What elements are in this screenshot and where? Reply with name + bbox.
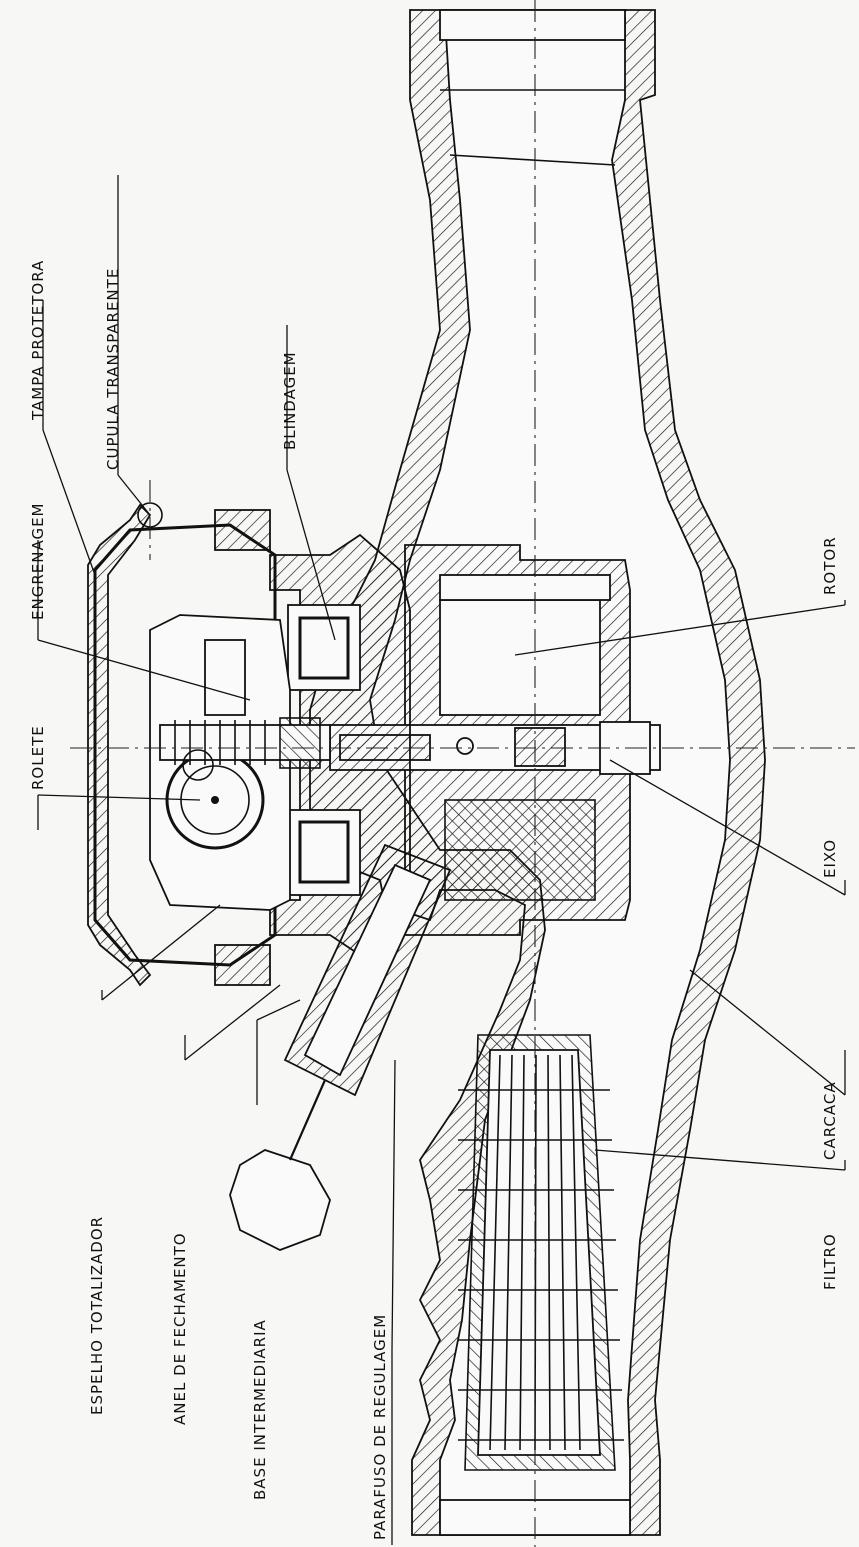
regulating-bore	[303, 863, 432, 1077]
rotor-ring	[439, 574, 611, 601]
filtro-basket	[458, 1034, 624, 1471]
label-tampa-protetora: TAMPA PROTETORA	[29, 260, 47, 421]
filtro-inner	[477, 1049, 601, 1456]
rolete-hub	[211, 796, 219, 804]
label-anel-de-fechamento: ANEL DE FECHAMENTO	[171, 1232, 189, 1425]
label-blindagem: BLINDAGEM	[281, 351, 299, 450]
label-group: TAMPA PROTETORA CUPULA TRANSPARENTE BLIN…	[29, 260, 839, 1540]
label-cupula-transparente: CUPULA TRANSPARENTE	[104, 268, 122, 470]
inlet-thread	[439, 9, 626, 41]
engrenagem-gear-stack	[204, 639, 246, 716]
label-eixo: EIXO	[821, 839, 839, 878]
leader-lines	[37, 175, 846, 1545]
label-espelho-totalizador: ESPELHO TOTALIZADOR	[88, 1216, 106, 1415]
totalizer	[87, 502, 331, 987]
star-wheel	[182, 749, 214, 781]
anel-fechamento-upper	[214, 509, 271, 551]
filtro-ribs	[458, 1089, 624, 1441]
center-lines	[70, 0, 855, 1547]
regulating-cap	[229, 1149, 331, 1251]
label-engrenagem: ENGRENAGEM	[29, 503, 47, 620]
label-rolete: ROLETE	[29, 725, 47, 790]
label-carcaca: CARCACA	[821, 1081, 839, 1160]
label-base-intermediaria: BASE INTERMEDIARIA	[251, 1319, 269, 1500]
label-filtro: FILTRO	[821, 1233, 839, 1290]
label-rotor: ROTOR	[821, 536, 839, 595]
rotor-chamber-upper	[439, 599, 601, 716]
parafuso-regulagem	[229, 843, 452, 1251]
label-parafuso-de-regulagem: PARAFUSO DE REGULAGEM	[371, 1314, 389, 1540]
eixo-pivot	[514, 727, 566, 767]
engrenagem-teeth	[174, 720, 266, 765]
blindagem-magnet-upper	[298, 616, 350, 680]
rotor-assembly	[329, 544, 661, 936]
anel-fechamento-lower	[214, 944, 271, 986]
eixo-pin	[456, 737, 474, 755]
tampa-protetora	[87, 503, 152, 987]
rotor-vanes	[444, 799, 596, 901]
base-intermediaria	[269, 533, 411, 957]
engrenagem-pinion	[279, 717, 321, 769]
blindagem-magnet-lower	[298, 820, 350, 884]
